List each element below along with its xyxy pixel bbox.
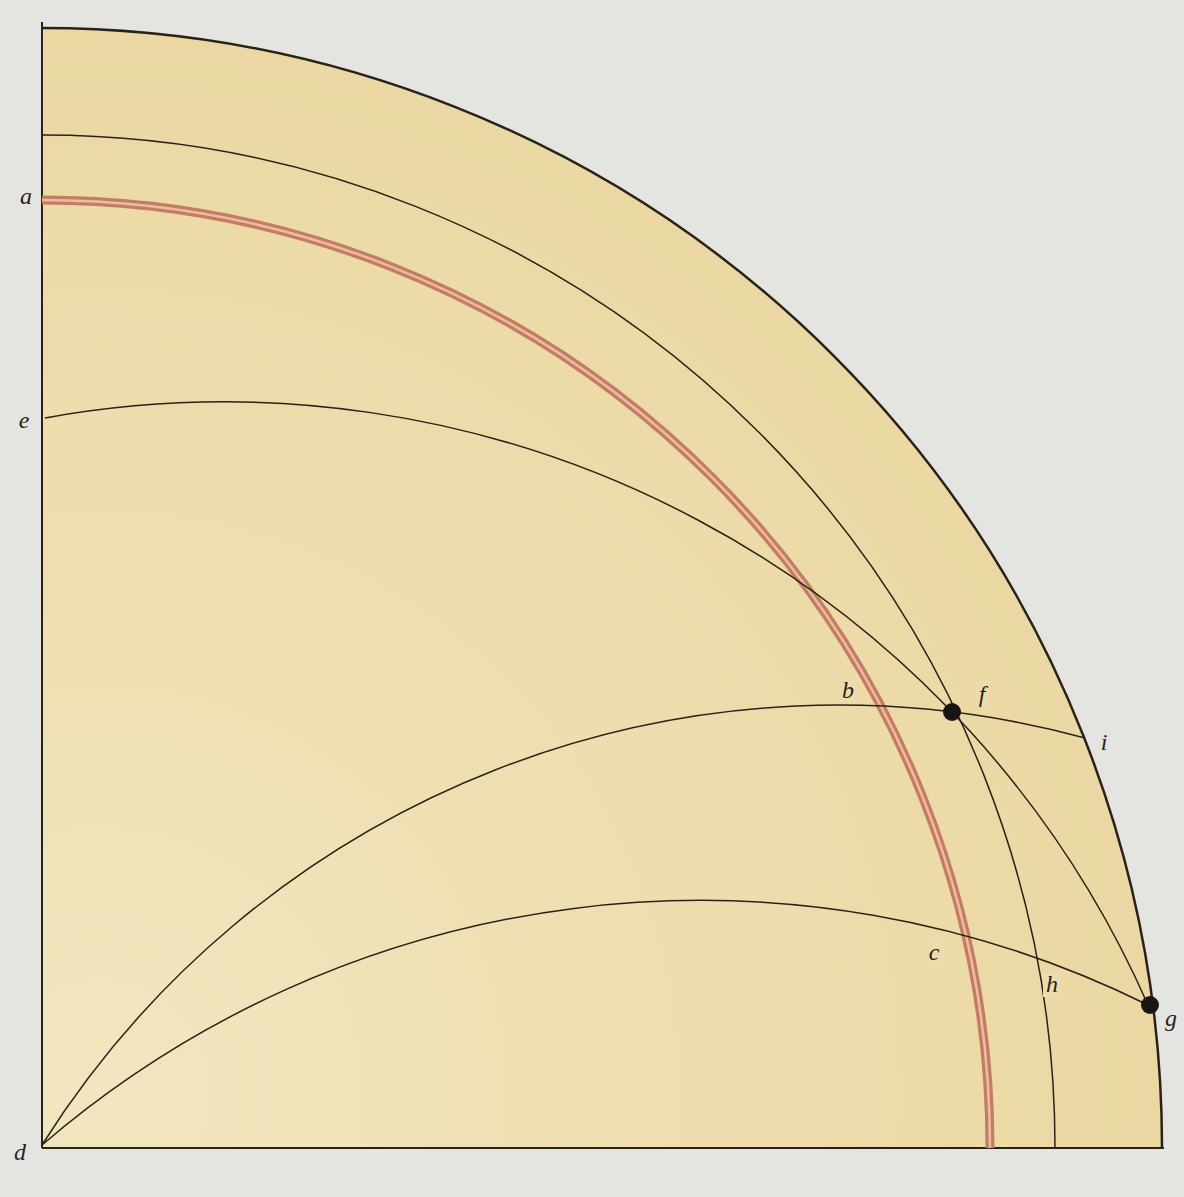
point-label: b [839, 677, 857, 703]
red-arc-inner [42, 200, 990, 1148]
arc-e-g [45, 402, 1148, 1005]
quadrant-fill [42, 28, 1162, 1148]
outer-arc [42, 28, 1162, 1148]
red-arc [42, 200, 990, 1148]
point-label: a [17, 183, 35, 209]
vertical-radius [41, 22, 43, 1148]
point-label: c [926, 939, 943, 965]
inner-arc [42, 135, 1055, 1148]
point-label: h [1043, 971, 1061, 997]
point-label: d [11, 1139, 29, 1165]
point-label: e [16, 407, 33, 433]
point-label: i [1098, 729, 1111, 755]
point-dot [1141, 996, 1159, 1014]
point-dot [943, 703, 961, 721]
arc-d-i [42, 705, 1085, 1145]
horizontal-radius [42, 1147, 1164, 1149]
point-label: g [1162, 1005, 1180, 1031]
arc-d-g [42, 900, 1148, 1145]
point-label: f [976, 681, 989, 707]
